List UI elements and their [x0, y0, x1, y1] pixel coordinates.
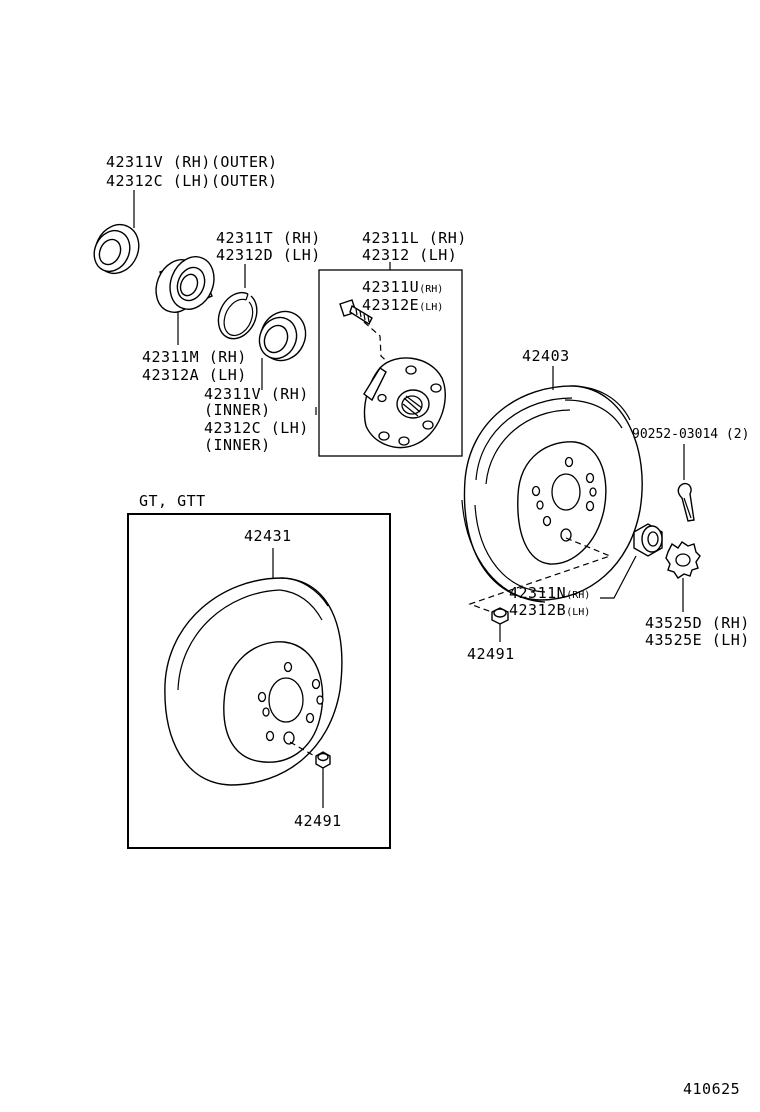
label-nut-rh: 42311N(RH): [509, 584, 591, 602]
bolt-guide-line: [363, 321, 393, 367]
label-hub-bolt-lh: 42312E(LH): [362, 296, 444, 314]
label-bearing-rh: 42311M (RH): [142, 348, 247, 366]
label-hub-rh: 42311L (RH): [362, 229, 467, 247]
label-hub-bolt-lh-suffix: (LH): [419, 302, 444, 313]
label-nut-lh-suffix: (LH): [566, 607, 591, 618]
label-outer-seal-rh: 42311V (RH)(OUTER): [106, 153, 278, 171]
label-outer-seal-lh: 42312C (LH)(OUTER): [106, 172, 278, 190]
variant-box: [127, 513, 391, 849]
label-cotter-pin: 90252-03014 (2): [632, 427, 750, 442]
nut-lock-cap[interactable]: [665, 541, 701, 579]
cotter-pin[interactable]: [677, 482, 695, 522]
brake-drum[interactable]: [461, 385, 643, 603]
snap-ring[interactable]: [217, 291, 258, 340]
outer-oil-seal[interactable]: [87, 217, 146, 280]
label-nut-rh-suffix: (RH): [566, 590, 591, 601]
hub-bolt[interactable]: [339, 299, 373, 326]
label-hub-bolt-rh: 42311U(RH): [362, 278, 444, 296]
label-disc: 42431: [244, 527, 292, 545]
wheel-bearing[interactable]: [148, 250, 221, 319]
plug-guide-line: [468, 537, 612, 615]
label-inner-seal-rh-note: (INNER): [204, 401, 271, 419]
label-disc-plug: 42491: [294, 812, 342, 830]
drum-hole-plug[interactable]: [491, 607, 509, 625]
inner-oil-seal[interactable]: [252, 304, 313, 368]
label-drum-plug: 42491: [467, 645, 515, 663]
figure-number: 410625: [683, 1080, 741, 1098]
axle-hub[interactable]: [363, 357, 446, 449]
label-bearing-lh: 42312A (LH): [142, 366, 247, 384]
label-nut-lh: 42312B(LH): [509, 601, 591, 619]
label-inner-seal-lh: 42312C (LH): [204, 419, 309, 437]
label-hub-bolt-rh-suffix: (RH): [419, 284, 444, 295]
label-inner-seal-lh-note: (INNER): [204, 436, 271, 454]
label-lock-cap-lh: 43525E (LH): [645, 631, 750, 649]
disc-rotor[interactable]: [164, 577, 343, 786]
disc-plug-guide: [289, 741, 319, 759]
label-hub-lh: 42312 (LH): [362, 246, 458, 264]
label-inner-seal-rh: 42311V (RH): [204, 385, 309, 403]
disc-hole-plug[interactable]: [315, 751, 331, 769]
label-snap-ring-rh: 42311T (RH): [216, 229, 321, 247]
hub-nut[interactable]: [633, 523, 663, 557]
label-drum: 42403: [522, 347, 570, 365]
label-lock-cap-rh: 43525D (RH): [645, 614, 750, 632]
label-snap-ring-lh: 42312D (LH): [216, 246, 321, 264]
label-variant-title: GT, GTT: [139, 492, 206, 510]
leader-hub-nut: [600, 555, 637, 599]
